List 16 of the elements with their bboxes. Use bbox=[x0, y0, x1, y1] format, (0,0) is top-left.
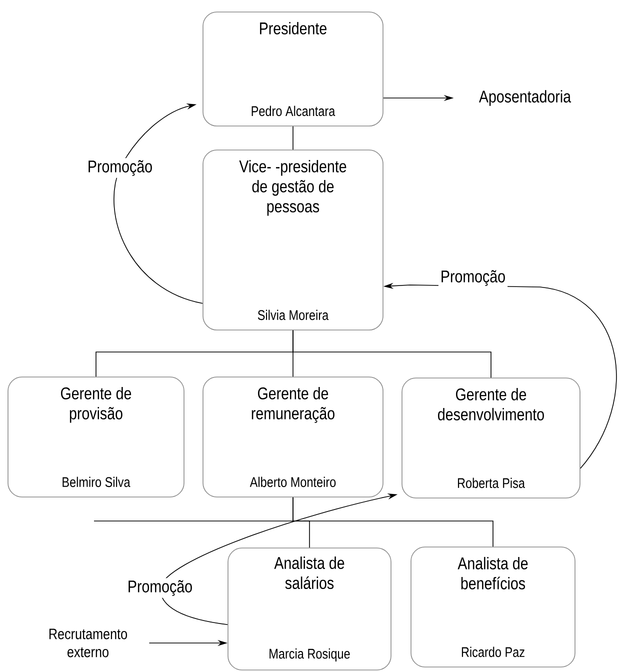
connector-line bbox=[292, 126, 294, 150]
position-box: Presidente Pedro Alcantara bbox=[202, 12, 384, 126]
connector-line bbox=[292, 497, 494, 547]
edge-label: Promoção bbox=[85, 158, 155, 178]
position-box: Vice- -presidente de gestão de pessoas Silvia Moreira bbox=[202, 150, 384, 330]
arrow bbox=[114, 104, 203, 304]
position-box: Gerente de desenvolvimento Roberta Pisa bbox=[402, 378, 580, 498]
position-box: Analista de benefícios Ricardo Paz bbox=[410, 546, 576, 668]
edge-label: Promoção bbox=[125, 578, 195, 598]
position-box: Analista de salários Marcia Rosique bbox=[228, 548, 392, 670]
text-label: Aposentadoria bbox=[478, 90, 572, 106]
edge-label: Promoção bbox=[438, 268, 508, 288]
position-box: Gerente de provisão Belmiro Silva bbox=[8, 376, 184, 498]
text-label: Recrutamento externo bbox=[49, 628, 128, 658]
connector-line bbox=[292, 330, 492, 378]
position-box: Gerente de remuneração Alberto Monteiro bbox=[202, 376, 384, 498]
